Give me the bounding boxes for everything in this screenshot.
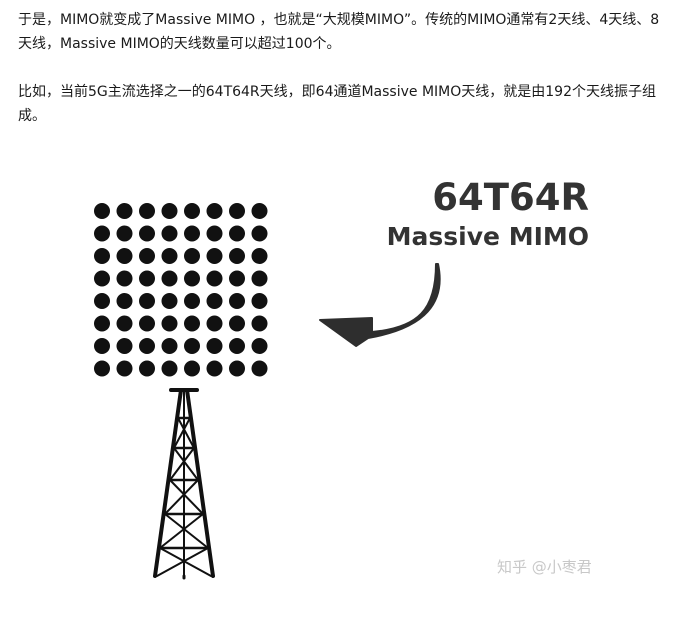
antenna-element <box>251 315 268 332</box>
antenna-element <box>94 360 110 377</box>
antenna-element <box>116 338 133 354</box>
antenna-element <box>161 225 178 242</box>
antenna-element <box>94 293 110 309</box>
antenna-element <box>116 225 133 242</box>
antenna-element <box>161 315 178 332</box>
antenna-element <box>206 360 223 377</box>
antenna-element <box>184 338 200 354</box>
antenna-array <box>94 203 268 377</box>
antenna-element <box>184 225 200 242</box>
antenna-element <box>116 315 133 332</box>
antenna-element <box>184 315 200 332</box>
antenna-element <box>161 248 178 264</box>
antenna-element <box>139 338 155 354</box>
antenna-element <box>184 270 200 287</box>
antenna-element <box>229 338 245 354</box>
antenna-element <box>251 270 268 287</box>
antenna-element <box>229 293 245 309</box>
antenna-element <box>116 360 133 377</box>
antenna-element <box>206 293 223 309</box>
figure-illustration <box>94 203 441 580</box>
antenna-element <box>161 293 178 309</box>
antenna-element <box>184 293 200 309</box>
figure-title: 64T64R <box>432 176 589 219</box>
antenna-element <box>116 270 133 287</box>
antenna-element <box>139 360 155 377</box>
antenna-element <box>206 315 223 332</box>
antenna-element <box>94 203 110 219</box>
antenna-element <box>94 338 110 354</box>
antenna-element <box>139 270 155 287</box>
antenna-element <box>251 248 268 264</box>
antenna-element <box>206 248 223 264</box>
antenna-element <box>139 248 155 264</box>
antenna-element <box>206 225 223 242</box>
curved-arrow-icon <box>319 263 441 347</box>
antenna-element <box>229 248 245 264</box>
antenna-element <box>184 360 200 377</box>
antenna-element <box>161 338 178 354</box>
antenna-element <box>184 203 200 219</box>
antenna-element <box>116 293 133 309</box>
antenna-element <box>94 225 110 242</box>
antenna-element <box>251 360 268 377</box>
paragraph-intro: 于是，MIMO就变成了Massive MIMO ，也就是“大规模MIMO”。传统… <box>18 12 660 52</box>
antenna-element <box>206 338 223 354</box>
antenna-element <box>229 203 245 219</box>
antenna-element <box>206 270 223 287</box>
antenna-element <box>229 315 245 332</box>
antenna-element <box>139 225 155 242</box>
antenna-element <box>161 203 178 219</box>
antenna-element <box>251 225 268 242</box>
antenna-element <box>161 270 178 287</box>
antenna-element <box>229 360 245 377</box>
paragraph-example: 比如，当前5G主流选择之一的64T64R天线，即64通道Massive MIMO… <box>18 84 656 124</box>
antenna-element <box>229 225 245 242</box>
massive-mimo-figure: 64T64R Massive MIMO 知乎 @小枣君 <box>0 150 687 624</box>
antenna-element <box>139 203 155 219</box>
antenna-element <box>161 360 178 377</box>
antenna-element <box>94 315 110 332</box>
antenna-element <box>251 293 268 309</box>
antenna-element <box>116 203 133 219</box>
figure-subtitle: Massive MIMO <box>386 222 589 251</box>
antenna-element <box>206 203 223 219</box>
tower-illustration <box>153 388 215 580</box>
antenna-element <box>184 248 200 264</box>
watermark: 知乎 @小枣君 <box>497 558 592 576</box>
antenna-element <box>116 248 133 264</box>
antenna-element <box>229 270 245 287</box>
antenna-element <box>94 270 110 287</box>
antenna-element <box>94 248 110 264</box>
antenna-element <box>139 315 155 332</box>
antenna-element <box>139 293 155 309</box>
antenna-element <box>251 203 268 219</box>
antenna-element <box>251 338 268 354</box>
